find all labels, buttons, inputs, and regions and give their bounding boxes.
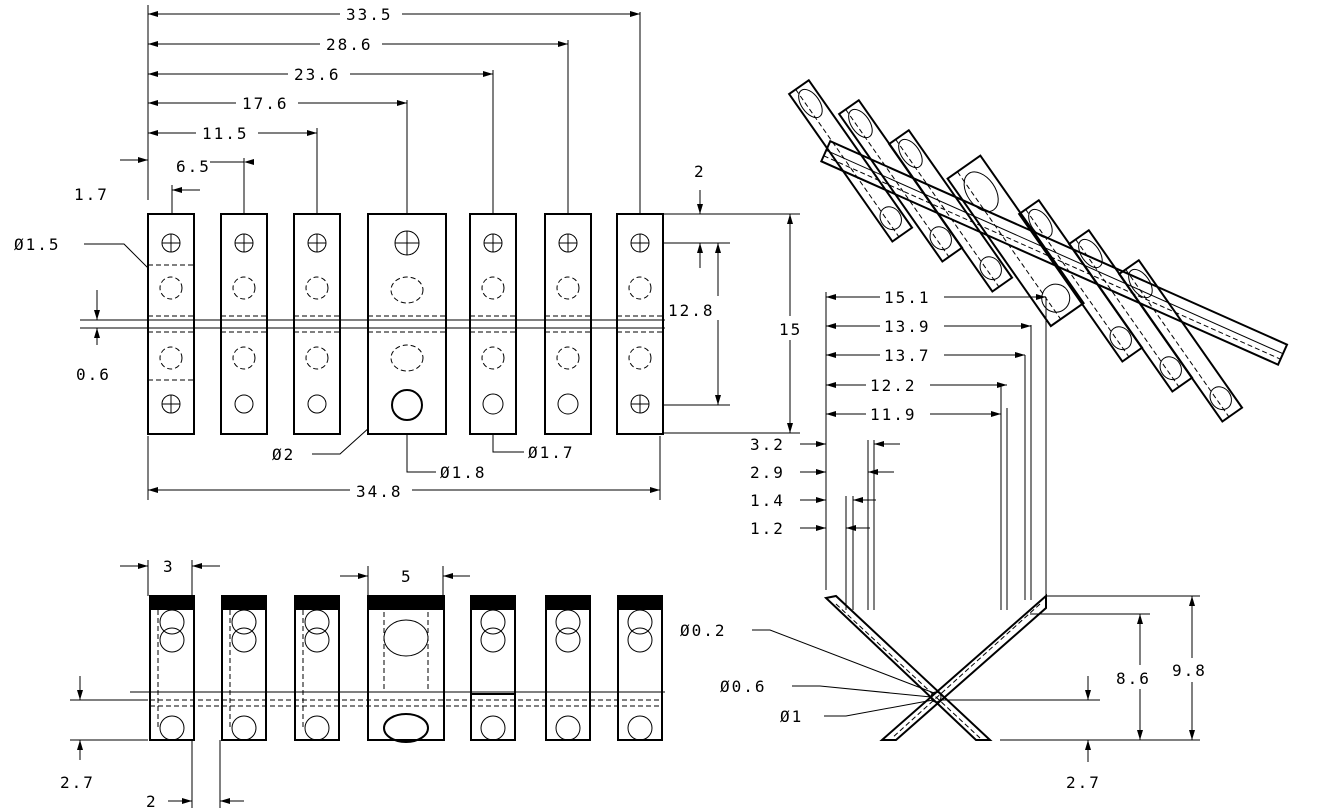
dim-1-7: 1.7 [74, 185, 109, 204]
dim-2-bottom: 2 [146, 792, 158, 811]
front-block-7 [617, 595, 663, 741]
top-block-1 [147, 213, 195, 435]
dim-11-9: 11.9 [870, 405, 917, 424]
isometric-view [787, 78, 1289, 423]
dim-13-7: 13.7 [884, 346, 931, 365]
callout-d1-7: Ø1.7 [528, 443, 575, 462]
dim-13-9: 13.9 [884, 317, 931, 336]
top-block-5 [469, 213, 517, 435]
side-view: 15.1 13.9 13.7 12.2 11.9 3.2 2.9 1.4 1.2 [680, 288, 1216, 792]
dim-34-8: 34.8 [356, 482, 403, 501]
dim-28-6: 28.6 [326, 35, 373, 54]
dim-15: 15 [779, 320, 802, 339]
dim-6-5: 6.5 [176, 157, 211, 176]
dim-23-6: 23.6 [294, 65, 341, 84]
front-view: 3 5 2.7 2 [60, 557, 665, 811]
dim-1-2: 1.2 [750, 519, 785, 538]
top-view: 33.5 28.6 23.6 17.6 11.5 6.5 1.7 2 12.8 … [14, 5, 806, 501]
dim-3-2: 3.2 [750, 435, 785, 454]
front-block-6 [545, 595, 591, 741]
front-block-1 [149, 595, 195, 741]
dim-11-5: 11.5 [202, 124, 249, 143]
dim-2-7-left: 2.7 [60, 773, 95, 792]
callout-d2: Ø2 [272, 445, 295, 464]
dim-33-5: 33.5 [346, 5, 393, 24]
dim-8-6: 8.6 [1116, 669, 1151, 688]
dim-5: 5 [401, 567, 413, 586]
front-block-2 [221, 595, 267, 741]
dim-2-9: 2.9 [750, 463, 785, 482]
callout-d0-2: Ø0.2 [680, 621, 727, 640]
top-block-2 [220, 213, 268, 435]
front-block-5 [470, 595, 516, 741]
dim-12-8: 12.8 [668, 301, 715, 320]
dim-15-1: 15.1 [884, 288, 931, 307]
dim-9-8: 9.8 [1172, 661, 1207, 680]
top-block-7 [616, 213, 664, 435]
dim-2-7-right: 2.7 [1066, 773, 1101, 792]
dim-17-6: 17.6 [242, 94, 289, 113]
callout-d1-8: Ø1.8 [440, 463, 487, 482]
callout-d1-5: Ø1.5 [14, 235, 61, 254]
callout-d1: Ø1 [780, 707, 803, 726]
top-block-3 [293, 213, 341, 435]
iso-bars [787, 78, 1244, 423]
dim-2: 2 [694, 162, 706, 181]
dim-12-2: 12.2 [870, 376, 917, 395]
front-block-4 [367, 595, 445, 743]
dim-3: 3 [163, 557, 175, 576]
top-block-4 [367, 213, 447, 435]
dim-0-6: 0.6 [76, 365, 111, 384]
dim-1-4: 1.4 [750, 491, 785, 510]
top-block-6 [544, 213, 592, 435]
callout-d0-6: Ø0.6 [720, 677, 767, 696]
x-crossing [823, 593, 1047, 741]
front-block-3 [294, 595, 340, 741]
